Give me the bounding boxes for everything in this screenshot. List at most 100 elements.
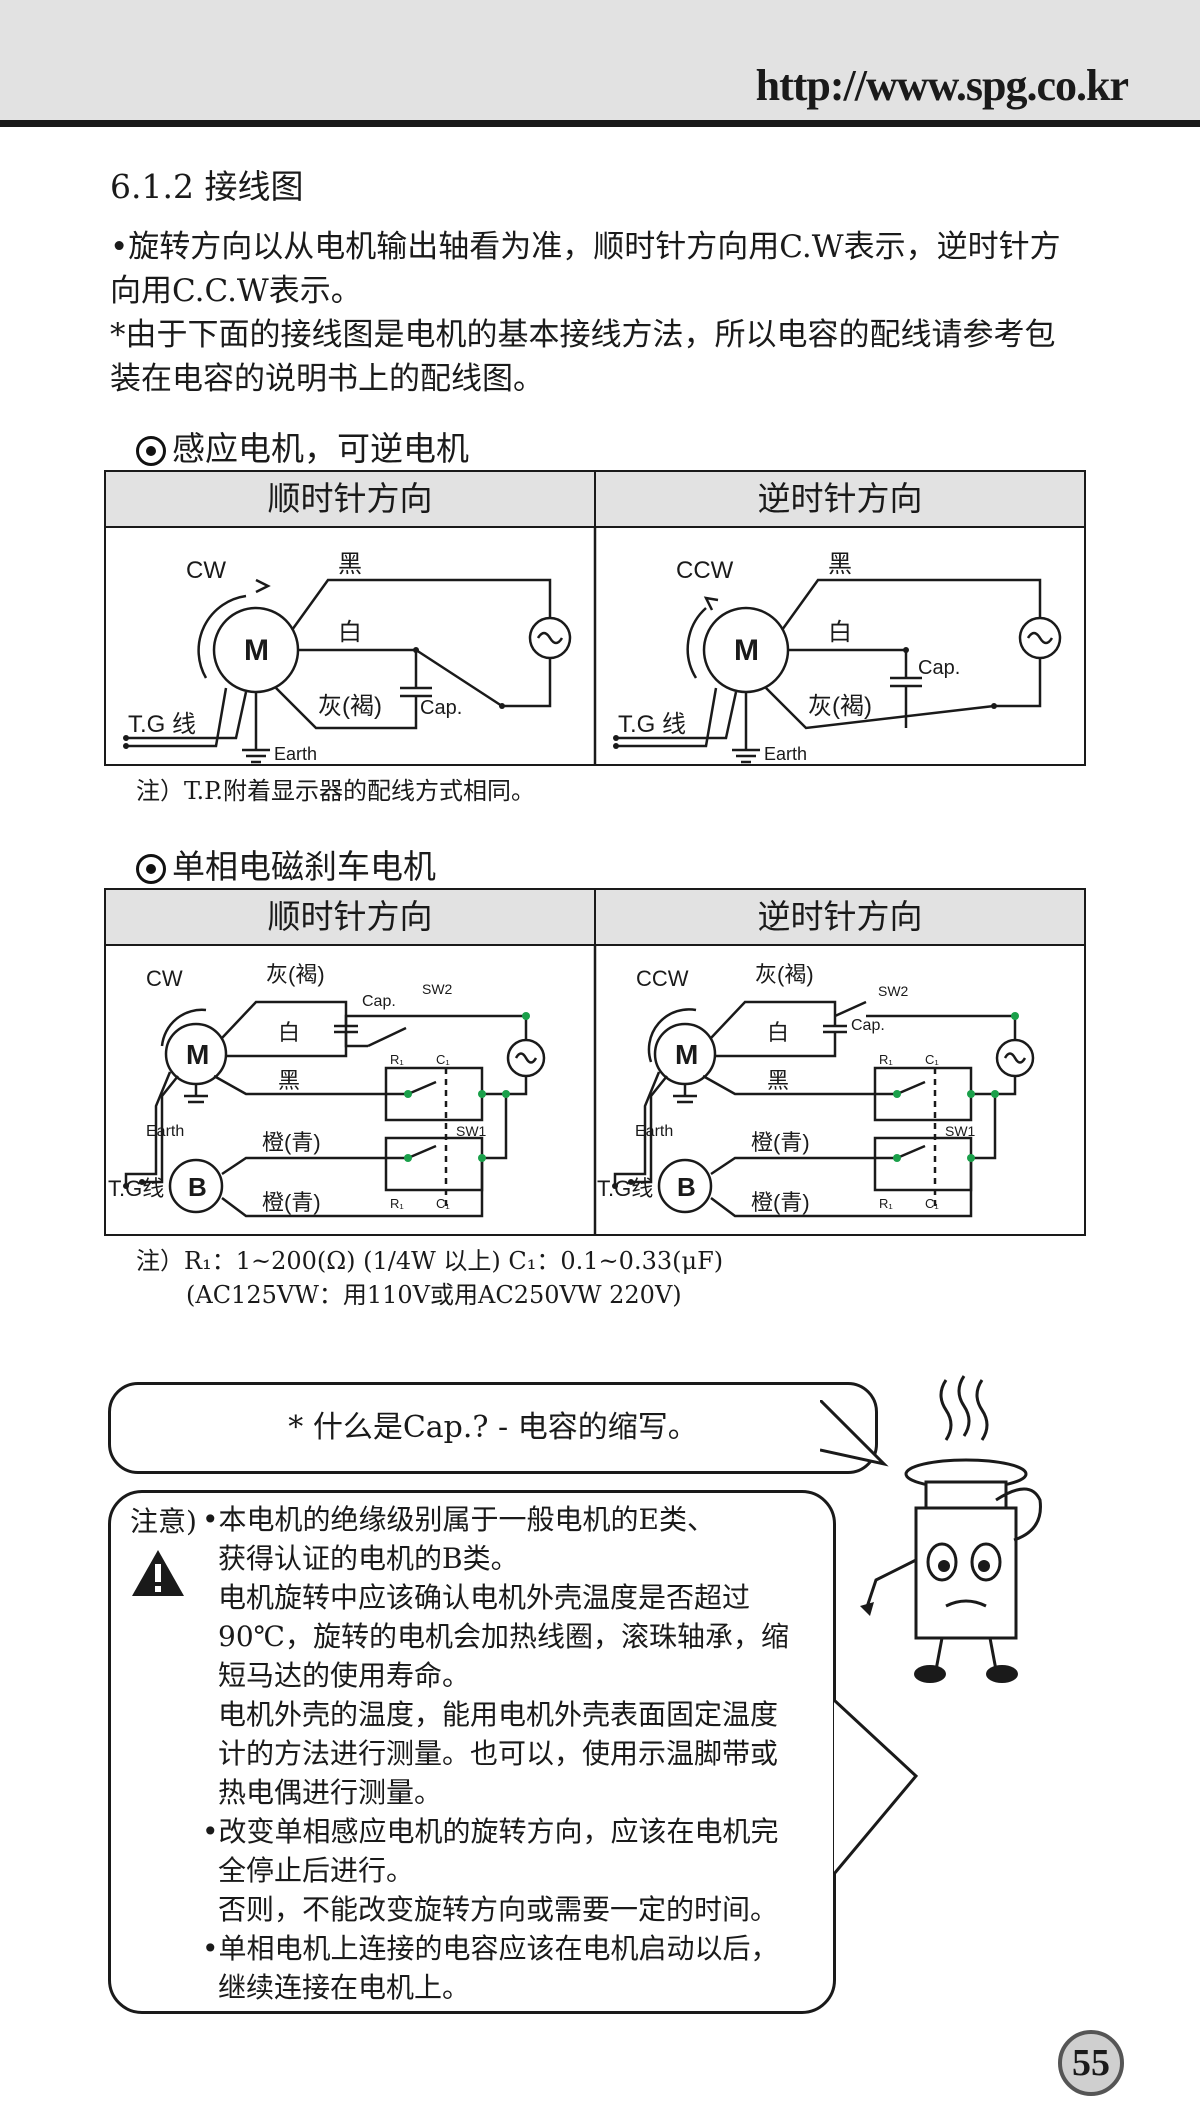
intro-line-2: 向用C.C.W表示。 [110,273,362,309]
label-black: 黑 [338,551,362,578]
caution-tail [832,1700,919,1875]
brake-label-orange-2-ccw: 橙(青) [751,1190,810,1215]
brake-label-gray: 灰(褐) [266,962,325,987]
caution-line: 全停止后进行。 [218,1854,415,1887]
induction-wiring-diagram: CW M 黑 白 灰(褐) Cap. T.G 线 Earth CCW M 黑 白… [123,528,1062,766]
brake-label-cap: Cap. [362,993,396,1010]
brake-label-cw: CW [146,966,183,991]
caution-line: •单相电机上连接的电容应该在电机启动以后， [202,1932,779,1965]
caution-label: 注意) [130,1505,197,1538]
label-gray: 灰(褐) [318,693,382,720]
bullet-circle-icon [136,854,166,884]
brake-table-header: 顺时针方向 逆时针方向 [106,890,1084,946]
label-tg: T.G 线 [128,711,196,738]
intro-line-1: •旋转方向以从电机输出轴看为准，顺时针方向用C.W表示，逆时针方 [110,229,1061,265]
brake-label-black-ccw: 黑 [767,1068,789,1093]
induction-note: 注）T.P.附着显示器的配线方式相同。 [136,777,536,805]
caution-line: 获得认证的电机的B类。 [218,1542,519,1575]
brake-label-white: 白 [278,1020,300,1045]
label-white: 白 [338,619,362,646]
motor-label: M [244,634,269,667]
bullet-circle-icon [136,436,166,466]
brake-label-r1-top-ccw: R₁ [879,1052,893,1067]
label-cw: CW [186,557,226,584]
caution-line: 计的方法进行测量。也可以，使用示温脚带或 [218,1737,779,1770]
label-ccw: CCW [676,557,734,584]
brake-label-sw2-ccw: SW2 [878,983,909,999]
caution-line: 电机外壳的温度，能用电机外壳表面固定温度 [218,1698,779,1731]
label-black-ccw: 黑 [828,551,852,578]
brake-label-sw2: SW2 [422,981,453,997]
induction-table-header: 顺时针方向 逆时针方向 [106,472,1084,528]
brake-b-label-ccw: B [677,1172,696,1202]
brake-label-c1-top-ccw: C₁ [925,1052,939,1067]
induction-diagram-table: 顺时针方向 逆时针方向 [104,470,1086,766]
motor-label-ccw: M [734,634,759,667]
brake-label-c1-top: C₁ [436,1052,450,1067]
brake-label-c1-bottom-ccw: C₁ [925,1196,939,1211]
caution-line: •本电机的绝缘级别属于一般电机的E类、 [202,1503,715,1536]
brake-label-white-ccw: 白 [767,1020,789,1045]
header-url[interactable]: http://www.spg.co.kr [755,61,1129,110]
header-rule [0,120,1200,127]
brake-label-sw1: SW1 [456,1123,487,1139]
caution-line: 电机旋转中应该确认电机外壳温度是否超过 [218,1581,751,1614]
caution-line: 否则，不能改变旋转方向或需要一定的时间。 [218,1893,779,1926]
brake-label-sw1-ccw: SW1 [945,1123,976,1139]
brake-label-gray-ccw: 灰(褐) [755,962,814,987]
bubble-tail [820,1400,889,1467]
page-header [0,0,1200,120]
label-tg-ccw: T.G 线 [618,711,686,738]
caution-line: 短马达的使用寿命。 [218,1659,471,1692]
motor-mascot-illustration [860,1375,1042,1683]
brake-label-orange-2: 橙(青) [262,1190,321,1215]
caution-box [108,1490,836,2014]
label-cap: Cap. [420,697,462,719]
brake-label-orange-1: 橙(青) [262,1130,321,1155]
caution-line: 90℃，旋转的电机会加热线圈，滚珠轴承，缩 [218,1620,789,1653]
intro-line-3: *由于下面的接线图是电机的基本接线方法，所以电容的配线请参考包 [110,317,1056,353]
brake-label-earth-ccw: Earth [635,1123,673,1140]
brake-section-title: 单相电磁刹车电机 [136,840,436,888]
induction-title-text: 感应电机，可逆电机 [172,429,469,468]
brake-motor-label-ccw: M [675,1039,698,1070]
cap-definition-bubble: * 什么是Cap.? - 电容的缩写。 [108,1382,878,1474]
brake-label-ccw: CCW [636,966,689,991]
label-white-ccw: 白 [828,619,852,646]
induction-col-cw: 顺时针方向 [106,472,596,526]
induction-col-ccw: 逆时针方向 [757,479,923,518]
brake-label-tg: T.G线 [108,1176,164,1201]
brake-label-orange-1-ccw: 橙(青) [751,1130,810,1155]
brake-label-r1-bottom: R₁ [390,1196,404,1211]
induction-section-title: 感应电机，可逆电机 [136,422,469,470]
brake-label-c1-bottom: C₁ [436,1196,450,1211]
caution-line: 热电偶进行测量。 [218,1776,443,1809]
caution-list: •本电机的绝缘级别属于一般电机的E类、 获得认证的电机的B类。 电机旋转中应该确… [202,1500,828,2007]
label-cap-ccw: Cap. [918,657,960,679]
brake-note-line-2: (AC125VW：用110V或用AC250VW 220V) [186,1281,682,1309]
warning-triangle-icon [132,1550,184,1596]
brake-diagram-table: 顺时针方向 逆时针方向 [104,888,1086,1236]
page-number: 55 [1058,2030,1124,2096]
brake-col-ccw: 逆时针方向 [757,897,923,936]
bubble-text: * 什么是Cap.? - 电容的缩写。 [288,1410,698,1445]
brake-label-earth: Earth [146,1123,184,1140]
caution-line: •改变单相感应电机的旋转方向，应该在电机完 [202,1815,779,1848]
brake-label-black: 黑 [278,1068,300,1093]
brake-label-r1-bottom-ccw: R₁ [879,1196,893,1211]
brake-label-r1-top: R₁ [390,1052,404,1067]
brake-title-text: 单相电磁刹车电机 [172,847,436,886]
brake-label-tg-ccw: T.G线 [597,1176,653,1201]
caution-line: 继续连接在电机上。 [218,1971,471,2004]
label-gray-ccw: 灰(褐) [808,693,872,720]
brake-col-cw: 顺时针方向 [106,890,596,944]
label-earth: Earth [274,744,317,764]
brake-label-cap-ccw: Cap. [851,1017,885,1034]
brake-wiring-diagram: CW M B 灰(褐) 白 黑 橙(青) 橙(青) Cap. SW2 SW1 R… [108,946,1035,1236]
section-title: 6.1.2 接线图 [110,167,304,206]
intro-line-4: 装在电容的说明书上的配线图。 [110,361,544,397]
label-earth-ccw: Earth [764,744,807,764]
brake-motor-label: M [186,1039,209,1070]
brake-b-label: B [188,1172,207,1202]
brake-note-line-1: 注）R₁：1~200(Ω) (1/4W 以上) C₁：0.1~0.33(μF) [136,1247,724,1275]
